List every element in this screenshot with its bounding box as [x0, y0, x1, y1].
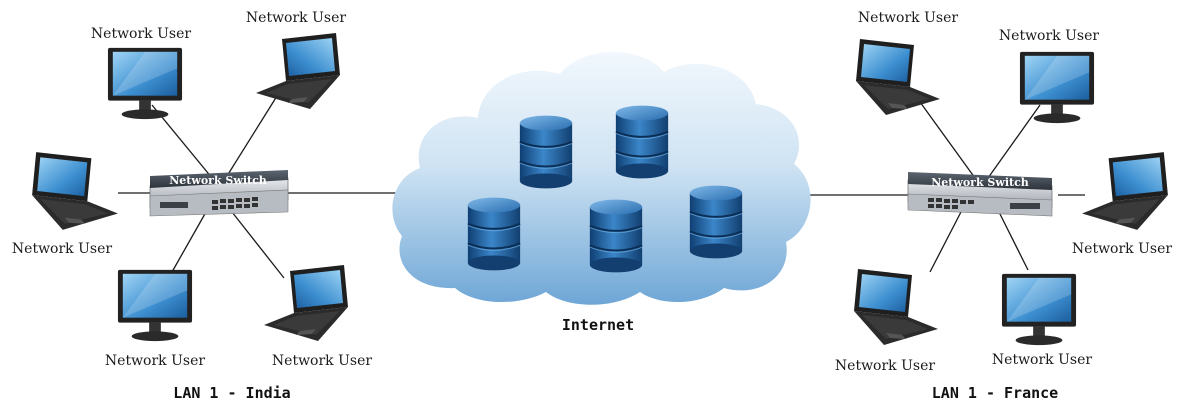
laptop-icon: [1082, 152, 1168, 230]
laptop-icon: [854, 269, 938, 345]
laptop-icon: [32, 152, 118, 230]
cable-left-user-2: [221, 87, 283, 185]
network-user: Network User: [91, 26, 191, 120]
lan-caption-india: LAN 1 - India: [173, 384, 290, 402]
switch-label: Network Switch: [169, 174, 267, 187]
internet-label: Internet: [562, 316, 634, 334]
internet-cloud: Internet: [392, 51, 811, 334]
laptop-icon: [856, 39, 940, 115]
user-label: Network User: [858, 10, 958, 26]
database-icon: [688, 184, 744, 260]
switch-label: Network Switch: [931, 176, 1029, 189]
network-user: Network User: [835, 269, 938, 374]
left-network-switch: Network Switch: [149, 170, 289, 217]
user-label: Network User: [835, 358, 935, 374]
database-icon: [588, 198, 644, 274]
network-user: Network User: [856, 10, 958, 115]
network-user: Network User: [12, 152, 118, 257]
cable-right-user-2: [987, 104, 1041, 179]
cable-left-user-4: [171, 211, 207, 273]
network-user: Network User: [105, 269, 205, 369]
database-icon: [466, 196, 522, 272]
switch-ports: [928, 198, 1040, 209]
network-user: Network User: [999, 28, 1099, 124]
cable-right-user-4: [929, 209, 963, 273]
monitor-icon: [107, 47, 183, 120]
database-icon: [518, 114, 574, 190]
switch-ports: [160, 197, 258, 210]
monitor-icon: [1019, 51, 1095, 124]
cable-left-user-1: [151, 104, 218, 185]
laptop-icon: [264, 265, 348, 341]
user-label: Network User: [246, 10, 346, 26]
network-user: Network User: [1072, 152, 1172, 257]
network-user: Network User: [992, 273, 1092, 368]
user-label: Network User: [91, 26, 191, 42]
monitor-icon: [117, 269, 193, 342]
user-label: Network User: [1072, 241, 1172, 257]
user-label: Network User: [992, 352, 1092, 368]
user-label: Network User: [12, 241, 112, 257]
right-network-switch: Network Switch: [907, 172, 1053, 217]
lan-caption-france: LAN 1 - France: [932, 384, 1058, 402]
left-cables: [118, 87, 402, 279]
left-lan-users: Network User Network User Network User N…: [12, 10, 372, 402]
right-lan-users: Network User Network User Network User N…: [835, 10, 1172, 402]
network-user: Network User: [264, 265, 372, 369]
laptop-icon: [256, 33, 340, 109]
network-user: Network User: [246, 10, 346, 109]
user-label: Network User: [105, 353, 205, 369]
user-label: Network User: [999, 28, 1099, 44]
database-icon: [614, 104, 670, 180]
right-cables: [806, 101, 1085, 273]
cable-right-user-5: [997, 209, 1029, 271]
monitor-icon: [1001, 273, 1077, 346]
cable-right-user-1: [919, 101, 976, 179]
cable-left-user-5: [231, 211, 285, 279]
user-label: Network User: [272, 353, 372, 369]
